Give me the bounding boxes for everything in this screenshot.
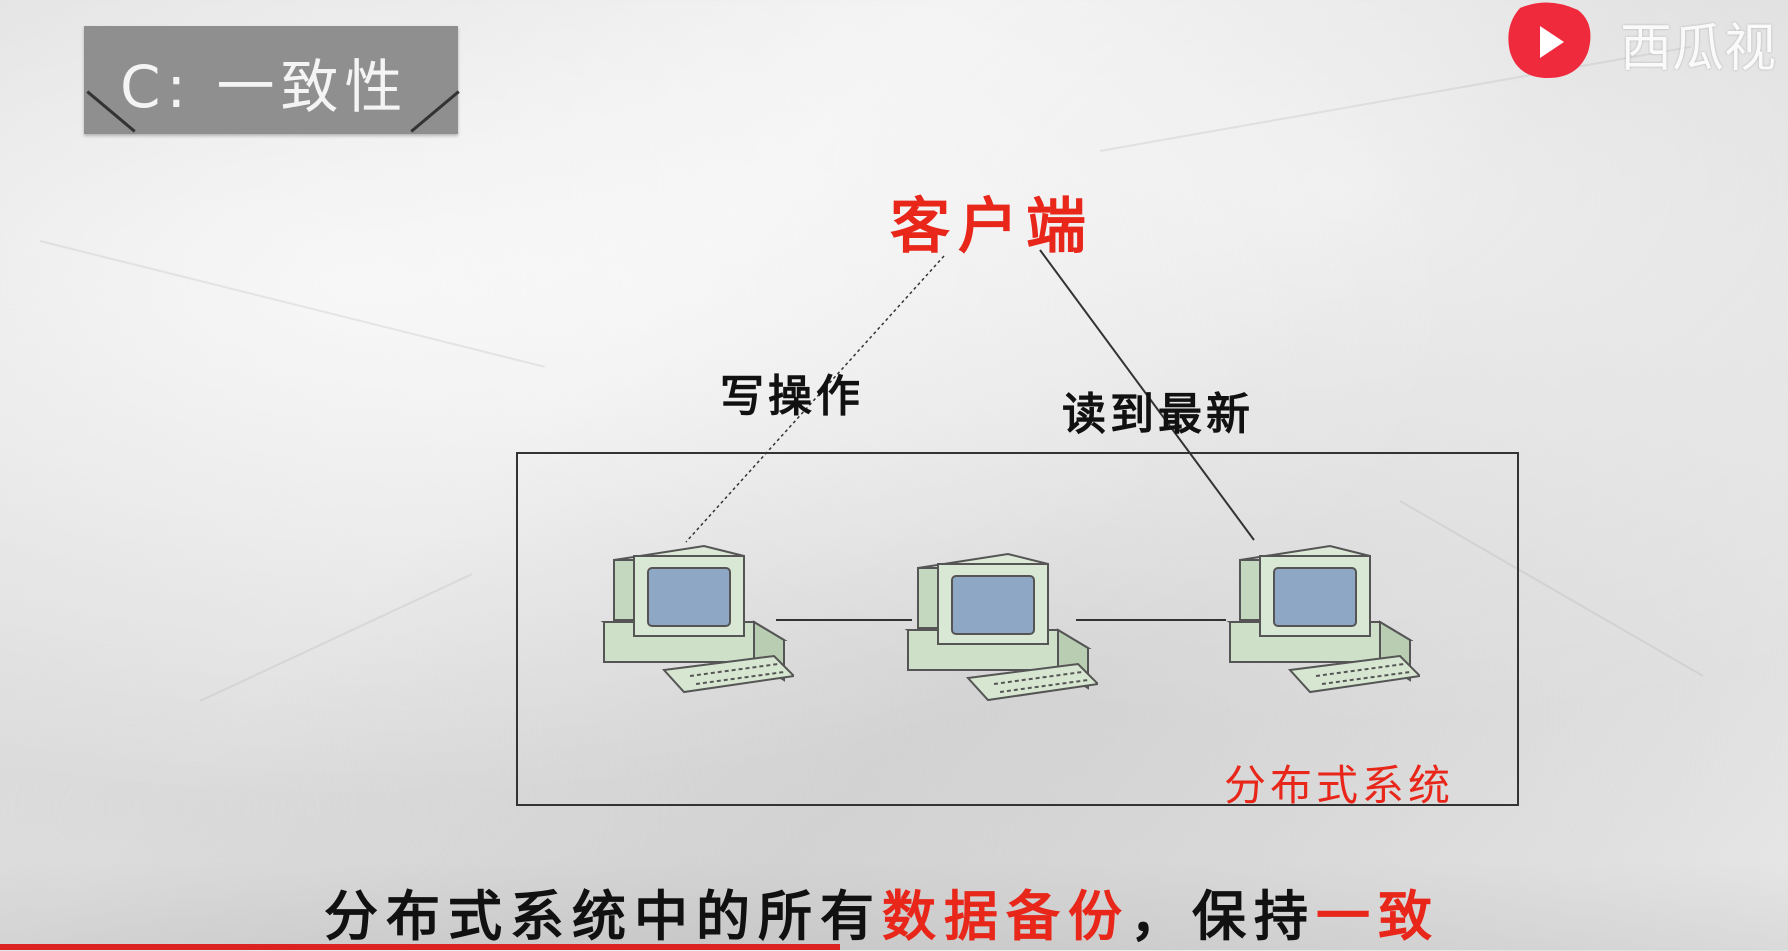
client-label: 客户端 [890,192,1094,262]
xigua-play-icon [1508,2,1591,78]
watermark-brand: 西瓜视 [1620,19,1777,79]
slide-title: C: 一致性 [120,53,409,121]
computer-icon [1226,544,1420,694]
write-link-line [685,255,945,543]
subtitle-highlight: 数据备份 [882,884,1130,948]
subtitle-part: 分布式系统中的所有 [324,884,882,948]
video-progress-bar[interactable] [0,944,841,950]
distributed-system-label: 分布式系统 [1224,761,1455,810]
read-latest-label: 读到最新 [1062,389,1254,440]
subtitle-part: ，保持 [1130,884,1316,948]
slide-title-box: C: 一致性 [84,26,458,134]
computer-icon [904,552,1098,702]
computer-icon [600,544,794,694]
subtitle-text: 分布式系统中的所有数据备份，保持一致 [324,872,1440,951]
distributed-system-box [516,452,1519,806]
read-link-line [1039,249,1255,541]
subtitle-band [0,860,1788,950]
write-operation-label: 写操作 [720,371,864,422]
subtitle-highlight: 一致 [1316,884,1440,948]
